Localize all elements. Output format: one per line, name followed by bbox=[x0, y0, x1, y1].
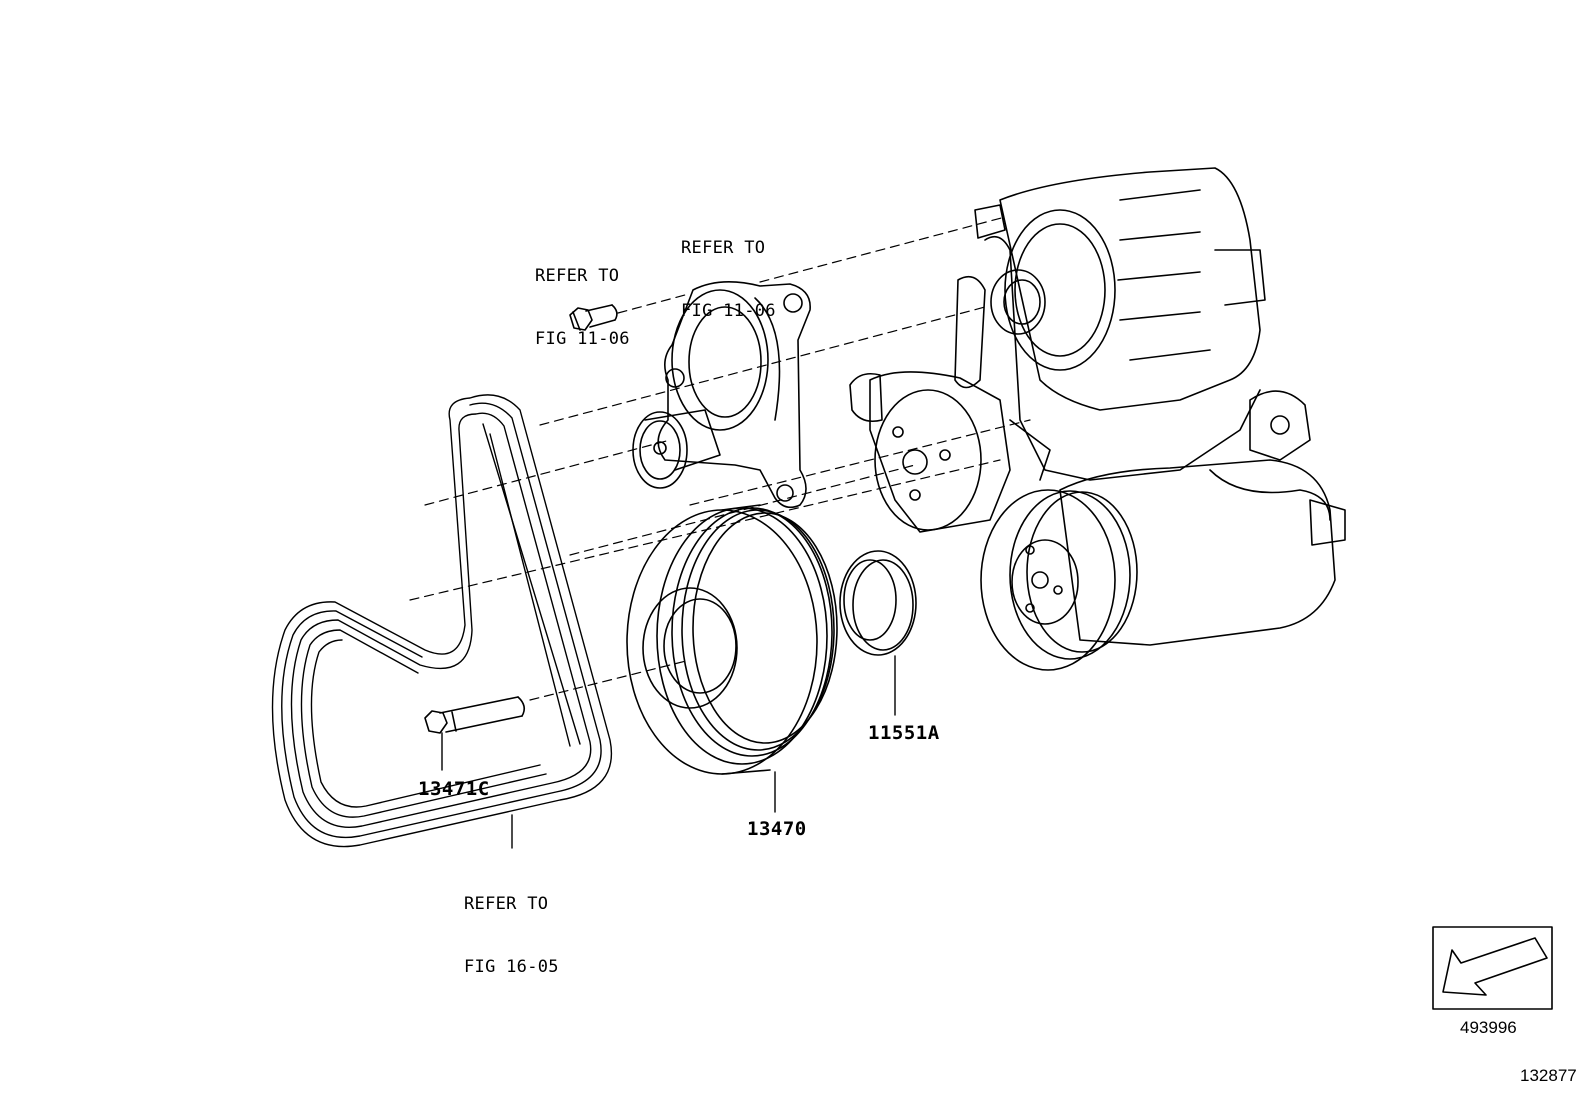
view-direction-box bbox=[1432, 926, 1553, 1010]
ref-label-bolt: REFER TO FIG 11-06 bbox=[535, 224, 630, 371]
ref-line-2: FIG 11-06 bbox=[681, 301, 776, 321]
ref-line-1: REFER TO bbox=[535, 266, 620, 286]
ref-line-1: REFER TO bbox=[681, 238, 766, 258]
engine-bracket bbox=[954, 235, 1261, 481]
belt-tensioner bbox=[632, 281, 811, 509]
alternator bbox=[974, 167, 1266, 411]
ribbed-belt bbox=[271, 394, 613, 848]
ref-label-belt: REFER TO FIG 16-05 bbox=[464, 852, 559, 999]
part-number-bolt[interactable]: 13471C bbox=[418, 778, 490, 800]
arrow-box-code: 493996 bbox=[1460, 1018, 1517, 1037]
ref-line-2: FIG 11-06 bbox=[535, 329, 630, 349]
ref-line-1: REFER TO bbox=[464, 894, 549, 914]
ref-line-2: FIG 16-05 bbox=[464, 957, 559, 977]
ref-label-tensioner: REFER TO FIG 11-06 bbox=[681, 196, 776, 343]
leader-lines bbox=[441, 655, 896, 849]
part-number-pulley[interactable]: 13470 bbox=[747, 818, 807, 840]
dashed-alignment-lines bbox=[409, 216, 1031, 701]
crankshaft-pulley bbox=[626, 504, 838, 775]
bolt-upper bbox=[569, 304, 618, 331]
bolt-pulley bbox=[424, 696, 526, 734]
ac-compressor bbox=[980, 390, 1346, 671]
water-pump bbox=[849, 371, 1011, 533]
figure-code: 132877 bbox=[1520, 1066, 1577, 1085]
oil-seal bbox=[839, 550, 917, 656]
part-number-seal[interactable]: 11551A bbox=[868, 722, 940, 744]
